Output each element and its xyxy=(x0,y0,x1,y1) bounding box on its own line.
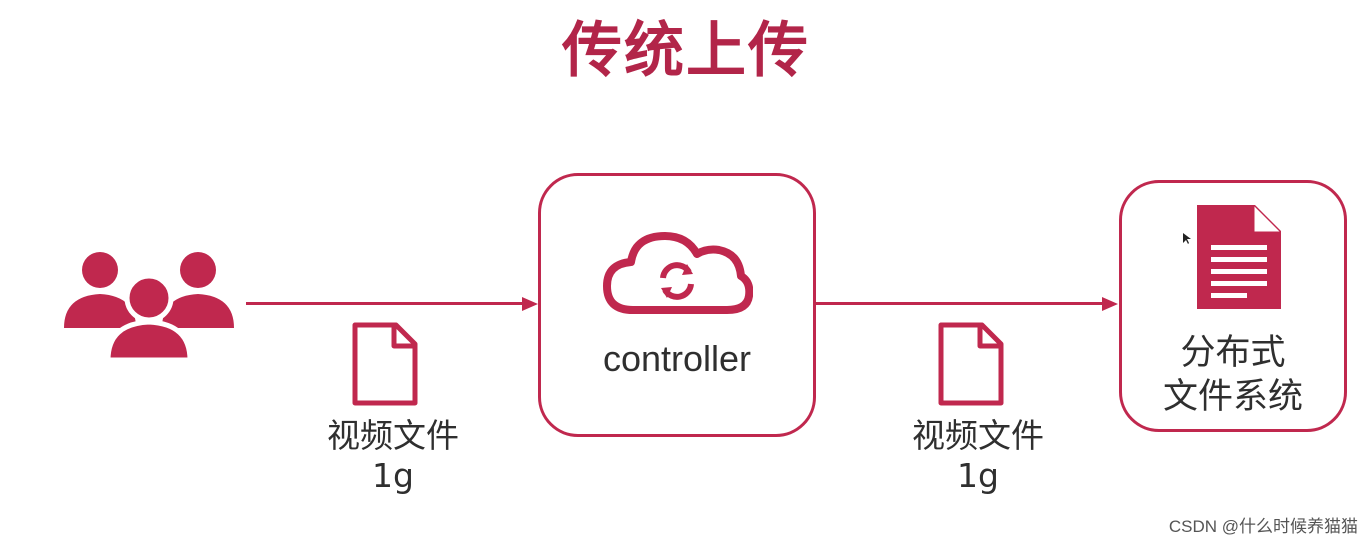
users-group-icon xyxy=(64,252,234,360)
document-icon xyxy=(1197,205,1281,309)
mouse-cursor-icon xyxy=(1183,233,1191,244)
left-file-label: 视频文件 1g xyxy=(303,416,483,496)
arrow-users-to-controller xyxy=(246,302,524,305)
right-file-label-name: 视频文件 xyxy=(912,416,1044,455)
controller-box: controller xyxy=(538,173,816,437)
left-file-label-size: 1g xyxy=(372,456,414,495)
storage-label-line2: 文件系统 xyxy=(1162,377,1303,417)
file-icon xyxy=(938,322,1004,406)
arrow-controller-to-storage xyxy=(816,302,1104,305)
left-file-label-name: 视频文件 xyxy=(327,416,459,455)
arrow-head-1 xyxy=(522,297,538,311)
cloud-sync-icon xyxy=(603,232,753,314)
file-icon xyxy=(352,322,418,406)
watermark: CSDN @什么时候养猫猫 xyxy=(1168,517,1358,536)
right-file-label: 视频文件 1g xyxy=(888,416,1068,496)
storage-box: 分布式 文件系统 xyxy=(1119,180,1347,432)
controller-label: controller xyxy=(602,338,752,379)
storage-label: 分布式 文件系统 xyxy=(1122,331,1344,419)
right-file-label-size: 1g xyxy=(957,456,999,495)
storage-label-line1: 分布式 xyxy=(1180,333,1286,373)
arrow-head-2 xyxy=(1102,297,1118,311)
page-title: 传统上传 xyxy=(562,16,810,86)
